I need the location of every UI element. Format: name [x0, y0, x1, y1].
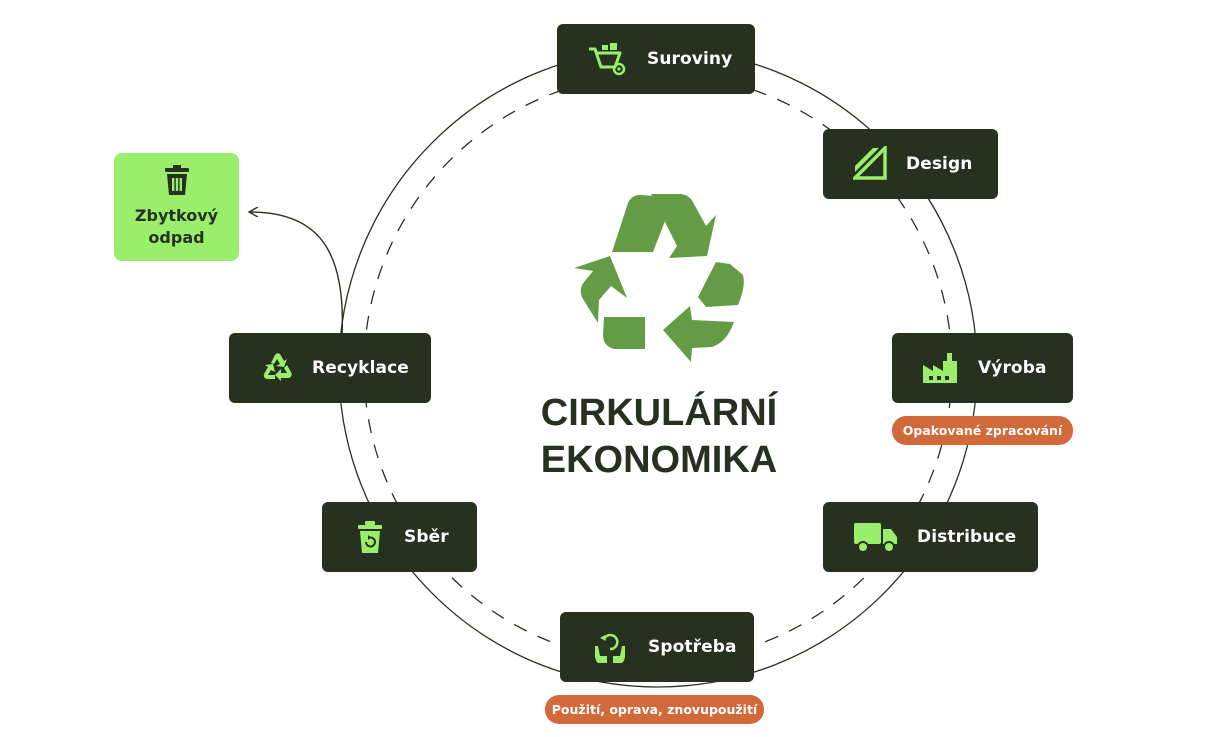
stage-recycling: Recyklace — [229, 333, 431, 403]
stage-recycling-label: Recyklace — [312, 358, 409, 378]
stage-design-label: Design — [906, 154, 973, 174]
stage-consumption: Spotřeba — [560, 612, 754, 682]
stage-collection: Sběr — [322, 502, 477, 572]
stage-distribution-label: Distribuce — [917, 527, 1017, 547]
recycle-symbol-icon — [574, 194, 744, 362]
title-line-1: CIRKULÁRNÍ — [540, 392, 778, 434]
stage-consumption-label: Spotřeba — [648, 637, 737, 657]
stage-production: Výroba — [892, 333, 1073, 403]
factory-icon — [920, 348, 960, 388]
waste-arrow — [250, 212, 344, 337]
recycle-icon — [257, 348, 297, 388]
truck-icon — [853, 517, 899, 557]
note-reuse: Použití, oprava, znovupoužití — [545, 695, 764, 724]
residual-waste-box: Zbytkový odpad — [114, 153, 239, 261]
stage-raw-materials-label: Suroviny — [647, 49, 733, 69]
stage-production-label: Výroba — [978, 358, 1047, 378]
diagram-title: CIRKULÁRNÍ EKONOMIKA — [500, 390, 818, 484]
residual-waste-label: Zbytkový odpad — [134, 206, 219, 247]
bin-recycle-icon — [350, 517, 390, 557]
hands-cycle-icon — [590, 627, 630, 667]
title-line-2: EKONOMIKA — [540, 439, 778, 481]
trash-icon — [164, 165, 190, 199]
note-reprocessing: Opakované zpracování — [892, 416, 1073, 445]
stage-distribution: Distribuce — [823, 502, 1038, 572]
wheelbarrow-icon — [587, 39, 627, 79]
stage-collection-label: Sběr — [404, 527, 449, 547]
stage-raw-materials: Suroviny — [557, 24, 755, 94]
design-triangle-icon — [851, 144, 891, 184]
stage-design: Design — [823, 129, 998, 199]
